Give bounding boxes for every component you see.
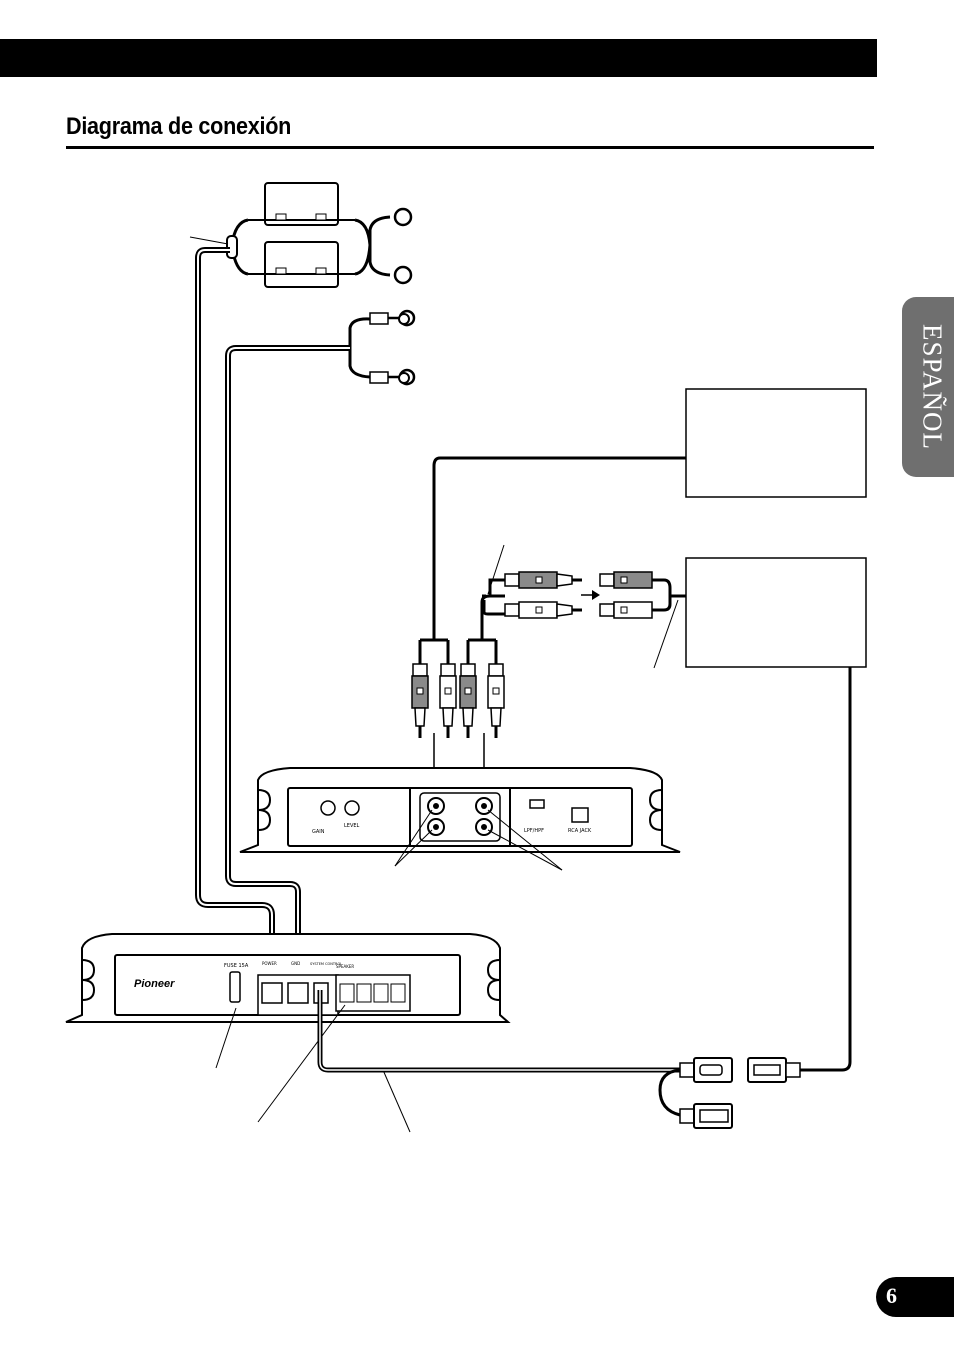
page-number: 6 — [886, 1283, 897, 1308]
system-control-label: SYSTEM CONTROL — [310, 962, 342, 966]
gain-label: GAIN — [312, 829, 325, 835]
title-rule — [66, 146, 874, 149]
rca-extension-plugs — [504, 571, 686, 669]
pioneer-logo: Pioneer — [134, 978, 175, 990]
gnd-label: GND — [291, 961, 300, 966]
power-label: POWER — [262, 961, 277, 966]
page-number-tab: 6 — [876, 1277, 954, 1317]
system-control-lead — [317, 667, 852, 1129]
power-cables — [195, 247, 350, 990]
battery-block — [230, 182, 413, 288]
rca-jack-label: RCA JACK — [568, 828, 592, 834]
head-unit-box-upper — [685, 388, 867, 498]
amplifier-front: Pioneer FUSE 15A POWER GND SYSTEM CONTRO… — [65, 933, 511, 1133]
head-unit-box-lower — [685, 557, 867, 668]
rca-cable — [418, 456, 686, 664]
lpf-hpf-label: LPF/HPF — [524, 828, 544, 834]
header-bar — [0, 39, 877, 77]
section-title: Diagrama de conexión — [66, 113, 292, 140]
fuse-label: FUSE 15A — [224, 963, 249, 969]
speaker-label: SPEAKER — [336, 964, 354, 969]
language-tab[interactable]: ESPAÑOL — [902, 297, 954, 477]
ground-terminals — [348, 309, 416, 386]
amplifier-rear: GAIN LEVEL LPF/HPF RCA JACK — [239, 767, 681, 871]
level-label: LEVEL — [344, 823, 360, 829]
